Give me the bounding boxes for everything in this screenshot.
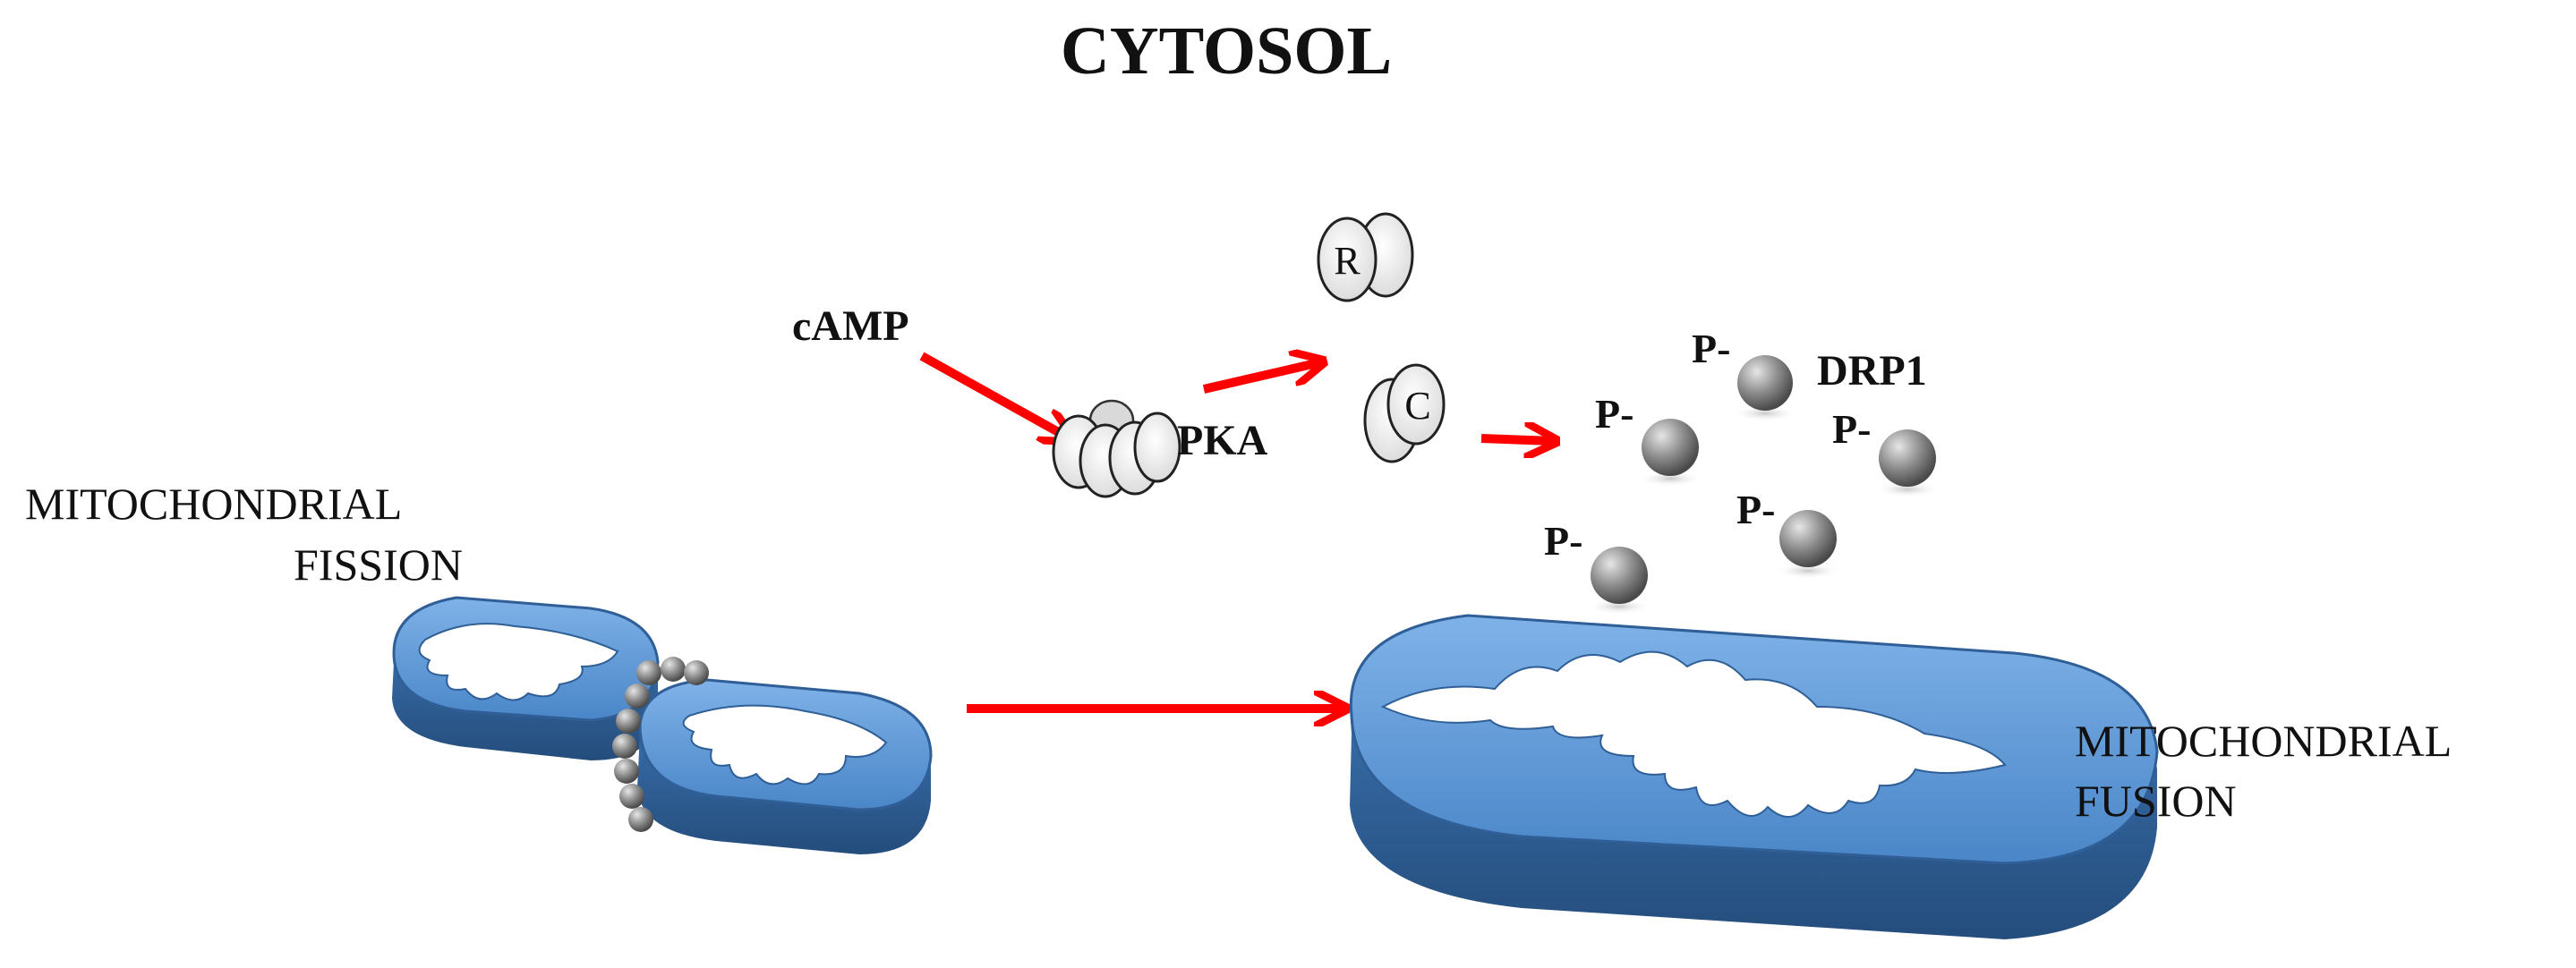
fission-label-line2: FISSION [294,539,463,590]
phospho-drp1-3: P- [1832,406,1940,497]
arrow-pka-to-r [1202,362,1320,394]
phospho-drp1-4: P- [1736,487,1840,579]
pka-holoenzyme-icon [1052,399,1181,498]
c-subunit-label: C [1404,384,1430,428]
r-subunit-label: R [1334,239,1361,283]
phospho-drp1-2: P- [1595,391,1702,487]
r-subunit-icon [1317,212,1414,302]
drp1-label: DRP1 [1817,347,1927,395]
phospho-label: P- [1544,518,1582,564]
mitochondrion-fusion [1349,614,2159,939]
phospho-drp1-1: P- [1692,326,1797,421]
title-cytosol: CYTOSOL [1061,13,1392,89]
mitochondrion-fission-right [637,678,933,854]
c-subunit-icon [1363,363,1446,463]
arrow-c-to-drp1 [1480,438,1553,441]
phospho-label: P- [1595,391,1633,437]
fission-label-line1: MITOCHONDRIAL [25,479,402,529]
fusion-label-line1: MITOCHONDRIAL [2075,716,2452,766]
mitochondrion-fission-left [392,596,660,760]
phospho-label: P- [1832,406,1871,452]
pka-label: PKA [1177,417,1268,464]
drp1-constriction-ring [612,657,709,832]
phospho-label: P- [1736,487,1775,532]
phospho-drp1-5: P- [1544,518,1651,615]
phospho-label: P- [1692,326,1730,371]
camp-label: cAMP [792,302,909,350]
arrow-camp-to-pka [919,352,1070,438]
fusion-label-line2: FUSION [2075,776,2237,826]
